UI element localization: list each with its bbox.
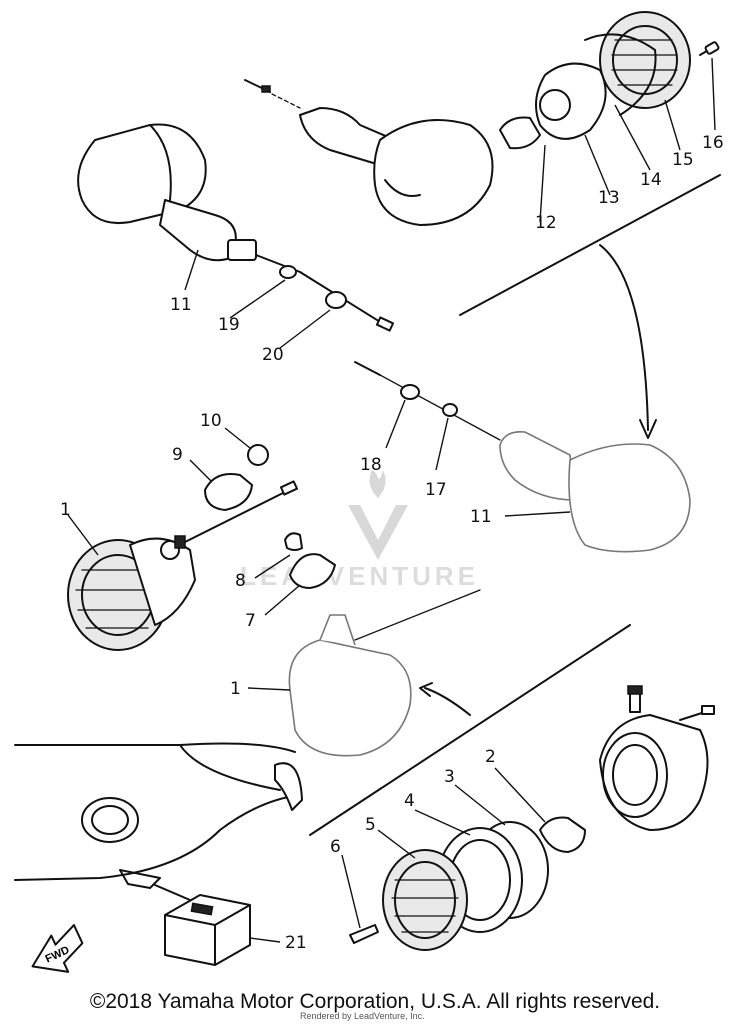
callout-12: 12: [535, 213, 557, 233]
turn-signal-upper-middle: [244, 79, 494, 226]
callout-11-upper: 11: [170, 295, 192, 315]
callouts: 11 19 20 12 13 14 15 16 10 9 1 18 17 11 …: [60, 57, 724, 953]
bracket-line-lower: [309, 624, 631, 836]
watermark-text: LEADVENTURE: [240, 561, 479, 591]
callout-14: 14: [640, 170, 662, 190]
callout-9: 9: [172, 445, 183, 465]
callout-11-middle: 11: [470, 507, 492, 527]
bracket-line-upper: [459, 174, 721, 316]
callout-3: 3: [444, 767, 455, 787]
copyright-notice: ©2018 Yamaha Motor Corporation, U.S.A. A…: [89, 990, 661, 1013]
callout-4: 4: [404, 791, 415, 811]
callout-6: 6: [330, 837, 341, 857]
watermark-logo: LEADVENTURE: [240, 470, 479, 591]
callout-1-upper: 1: [60, 500, 71, 520]
callout-8: 8: [235, 571, 246, 591]
callout-16: 16: [702, 133, 724, 153]
turn-signal-upper-left: [77, 123, 301, 273]
arrow-lower-head: [419, 682, 433, 697]
callout-19: 19: [218, 315, 240, 335]
callout-10: 10: [200, 411, 222, 431]
callout-21: 21: [285, 933, 307, 953]
turn-signal-middle-right: [354, 361, 691, 553]
callout-7: 7: [245, 611, 256, 631]
flasher-relay: [154, 884, 251, 966]
callout-18: 18: [360, 455, 382, 475]
rendered-by-note: Rendered by LeadVenture, Inc.: [300, 1011, 425, 1021]
callout-13: 13: [598, 188, 620, 208]
forward-direction-icon: FWD: [31, 924, 84, 973]
callout-15: 15: [672, 150, 694, 170]
turn-signal-middle-center: [284, 532, 481, 757]
wire-upper: [279, 265, 395, 332]
callout-5: 5: [365, 815, 376, 835]
lens-assembly-lower: [349, 685, 715, 951]
turn-signal-middle-left: [67, 444, 299, 651]
arrow-upper-head: [639, 419, 657, 439]
callout-17: 17: [425, 480, 447, 500]
callout-2: 2: [485, 747, 496, 767]
lens-assembly-upper: [499, 11, 720, 150]
callout-1-lower: 1: [230, 679, 241, 699]
arrow-lower: [424, 687, 471, 716]
callout-20: 20: [262, 345, 284, 365]
arrow-upper: [599, 244, 649, 431]
frame-section: [14, 742, 303, 889]
